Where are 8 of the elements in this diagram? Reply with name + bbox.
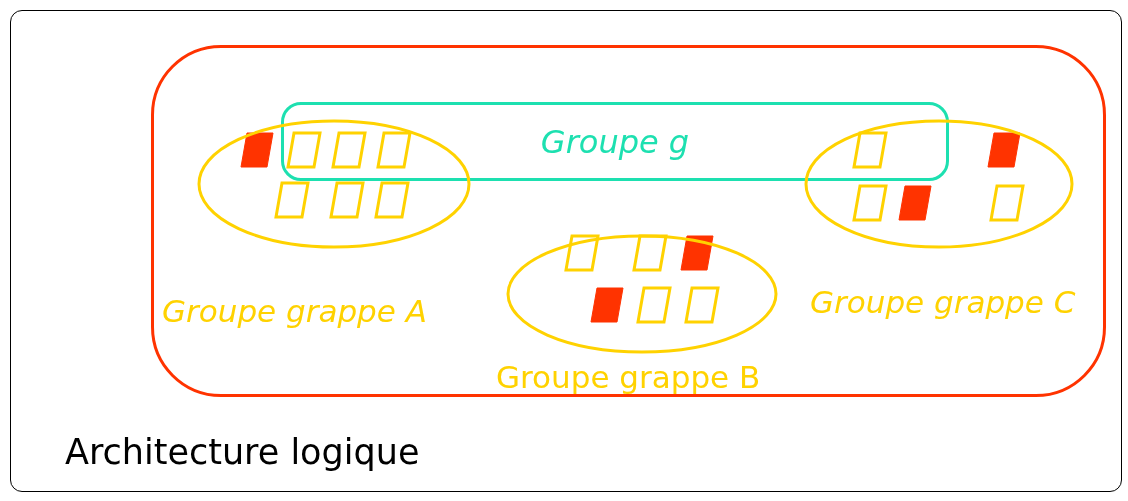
frame-box xyxy=(10,10,1122,492)
caption-text: Architecture logique xyxy=(65,435,420,470)
cluster-label: Groupe grappe A xyxy=(162,296,427,327)
cluster-label: Groupe grappe C xyxy=(810,287,1076,318)
group-label: Groupe g xyxy=(540,121,690,163)
group-box xyxy=(281,102,949,181)
rounded-container xyxy=(151,45,1106,397)
cluster-label: Groupe grappe B xyxy=(496,362,761,393)
